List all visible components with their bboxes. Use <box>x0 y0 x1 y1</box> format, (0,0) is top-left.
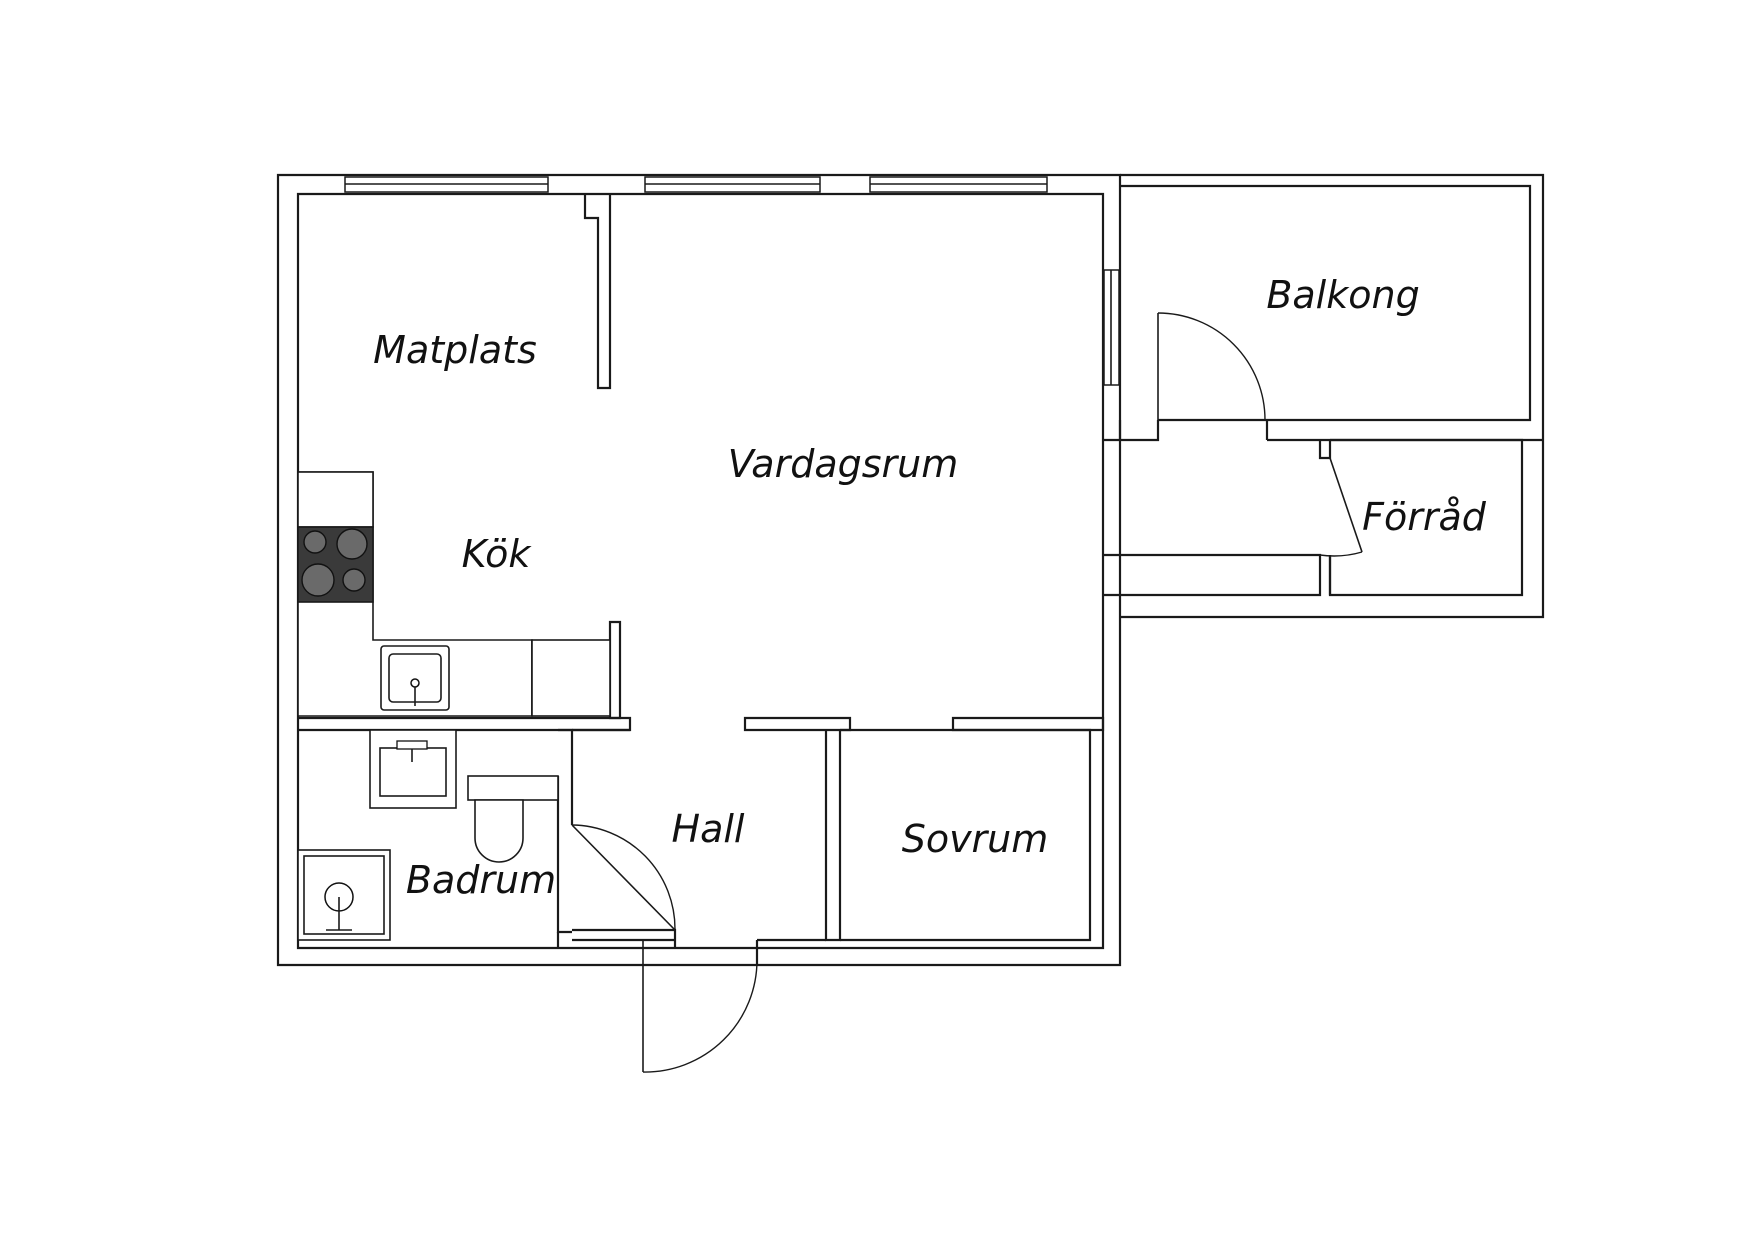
kitchen-cabinet <box>531 639 611 717</box>
sovrum-inner <box>840 728 1092 942</box>
basin-tap-icon <box>396 740 428 750</box>
badrum-door <box>571 824 676 931</box>
windows <box>344 176 1120 386</box>
outer-walls <box>276 173 1545 967</box>
room-label-hall: Hall <box>672 807 745 851</box>
entrance-door <box>642 940 759 1073</box>
bathroom-fixtures <box>297 729 559 941</box>
balkong-inner-wall <box>1120 184 1532 422</box>
wall-matplats-vardagsrum <box>583 194 612 390</box>
wall-hall-sovrum <box>824 730 842 942</box>
room-label-balkong: Balkong <box>1266 273 1419 317</box>
balkong-door-jamb <box>1103 420 1160 442</box>
toilet-tank <box>467 775 559 801</box>
wall-badrum-hall-top <box>558 728 574 820</box>
faucet-icon <box>410 678 420 688</box>
forrad-door-swing <box>1319 551 1363 557</box>
room-label-forrad: Förråd <box>1362 495 1487 539</box>
burner-icon <box>303 530 327 554</box>
room-label-kok: Kök <box>462 532 533 576</box>
entrance-door-swing <box>642 959 758 1073</box>
forrad-area <box>1103 438 1524 597</box>
kitchen-fixtures <box>297 471 611 717</box>
outer-wall-outline <box>276 173 1122 967</box>
wall-sovrum-top <box>951 716 1105 732</box>
toilet-bowl <box>474 799 524 863</box>
forrad-lower-wall <box>1103 553 1322 597</box>
badrum-door-leaf <box>571 824 676 931</box>
wall-kok-stub <box>608 620 622 720</box>
extension-outer <box>1120 173 1545 619</box>
room-label-sovrum: Sovrum <box>902 817 1049 861</box>
burner-icon <box>336 528 368 560</box>
room-label-matplats: Matplats <box>373 328 537 372</box>
room-label-vardagsrum: Vardagsrum <box>728 442 959 486</box>
wall-hall-top <box>743 716 852 732</box>
wall-kok-badrum <box>298 716 632 732</box>
burner-icon <box>301 563 335 597</box>
interior-walls <box>298 194 1105 948</box>
balkong-door-swing <box>1157 312 1266 421</box>
room-label-badrum: Badrum <box>406 858 556 902</box>
forrad-door-leaf <box>1329 457 1363 553</box>
room-labels: Matplats Vardagsrum Balkong Kök Förråd H… <box>373 273 1487 902</box>
badrum-door-swing <box>571 824 676 931</box>
counter-upper-block <box>297 471 374 528</box>
burner-icon <box>342 568 366 592</box>
inner-wall-outline <box>296 192 1105 950</box>
